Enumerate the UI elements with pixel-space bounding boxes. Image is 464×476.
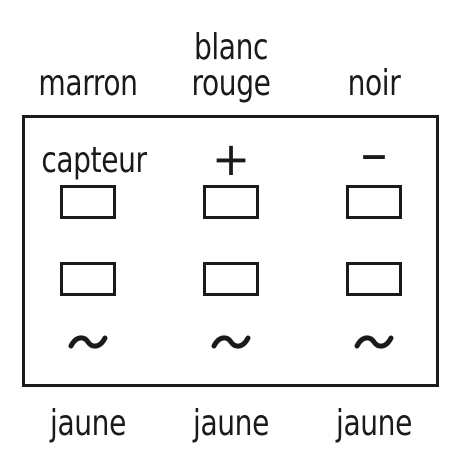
wire-label-jaune-1: jaune [50,403,126,444]
tilde-icon [354,335,394,349]
terminal-slot-r1-c3[interactable] [346,185,402,219]
terminal-label-capteur: capteur [41,140,147,181]
wire-label-jaune-3: jaune [336,403,412,444]
terminal-slot-r1-c2[interactable] [203,185,259,219]
tilde-icon [211,335,251,349]
tilde-icon [68,335,108,349]
wire-label-noir: noir [347,63,401,104]
wire-label-jaune-2: jaune [193,403,269,444]
wire-label-marron: marron [38,63,138,104]
terminal-slot-r2-c3[interactable] [346,262,402,296]
terminal-slot-r2-c1[interactable] [60,262,116,296]
wire-label-blanc: blanc [193,27,269,68]
terminal-slot-r1-c1[interactable] [60,185,116,219]
terminal-panel [22,115,439,387]
minus-label: – [360,122,388,185]
wire-label-rouge: rouge [191,63,271,104]
plus-label: + [211,132,251,186]
terminal-slot-r2-c2[interactable] [203,262,259,296]
